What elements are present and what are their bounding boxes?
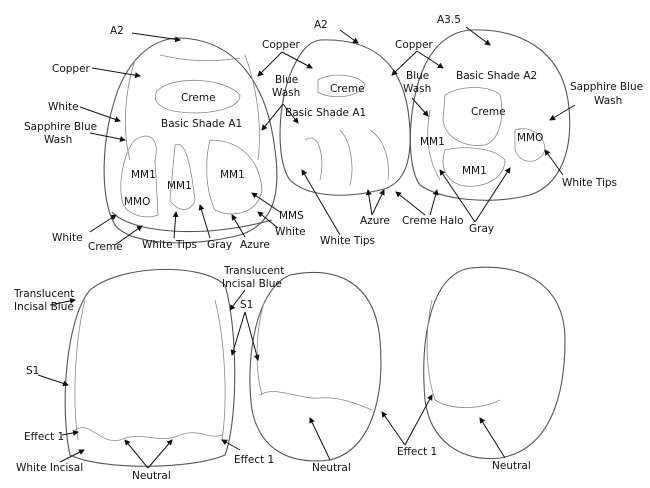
tooth-top-2 <box>279 39 411 196</box>
label-effect: Effect 1 <box>397 446 437 458</box>
label-incisal-blue: Incisal Blue <box>14 301 74 313</box>
label-a2: A2 <box>314 19 328 31</box>
label-s1: S1 <box>240 299 253 311</box>
label-neutral: Neutral <box>492 460 531 472</box>
label-azure: Azure <box>240 239 270 251</box>
label-translucent: Translucent <box>223 265 284 277</box>
labels: A2 Copper White Sapphire Blue Wash Creme… <box>13 14 643 482</box>
label-white: White <box>52 232 83 244</box>
label-white-tips: White Tips <box>142 239 197 251</box>
label-mms: MMS <box>279 210 304 222</box>
label-creme: Creme <box>471 106 506 118</box>
label-white: White <box>275 226 306 238</box>
label-white-tips: White Tips <box>562 177 617 189</box>
label-mm1: MM1 <box>131 169 156 181</box>
label-white-incisal: White Incisal <box>16 462 83 474</box>
label-mm1: MM1 <box>220 169 245 181</box>
label-mmo: MMO <box>517 132 543 144</box>
label-sapphire-wash: Wash <box>594 95 622 107</box>
label-basic-shade: Basic Shade A1 <box>285 107 366 119</box>
label-creme-halo: Creme Halo <box>402 215 464 227</box>
tooth-bottom-1 <box>64 268 236 467</box>
label-mm1: MM1 <box>420 136 445 148</box>
label-copper: Copper <box>52 63 91 75</box>
label-neutral: Neutral <box>312 462 351 474</box>
label-creme: Creme <box>181 92 216 104</box>
label-sapphire: Sapphire Blue <box>24 121 97 133</box>
label-incisal-blue: Incisal Blue <box>222 278 282 290</box>
label-a2: A2 <box>110 25 124 37</box>
label-mm1: MM1 <box>462 165 487 177</box>
label-sapphire-wash: Wash <box>44 134 72 146</box>
label-gray: Gray <box>207 239 232 251</box>
label-copper: Copper <box>262 39 301 51</box>
label-effect: Effect 1 <box>234 454 274 466</box>
label-creme: Creme <box>330 83 365 95</box>
label-s1: S1 <box>26 365 39 377</box>
label-effect: Effect 1 <box>24 431 64 443</box>
label-copper: Copper <box>395 39 434 51</box>
label-blue: Blue <box>406 70 429 82</box>
label-mmo: MMO <box>124 196 150 208</box>
tooth-top-1 <box>103 37 278 244</box>
label-white-tips: White Tips <box>320 235 375 247</box>
label-mm1: MM1 <box>167 180 192 192</box>
label-blue-wash: Wash <box>272 87 300 99</box>
label-creme: Creme <box>88 241 123 253</box>
label-neutral: Neutral <box>132 470 171 482</box>
tooth-bottom-2 <box>249 271 382 462</box>
label-translucent: Translucent <box>13 288 74 300</box>
label-white: White <box>48 101 79 113</box>
label-blue: Blue <box>275 74 298 86</box>
tooth-bottom-3 <box>423 266 566 460</box>
label-a35: A3.5 <box>437 14 461 26</box>
label-azure: Azure <box>360 215 390 227</box>
label-basic-shade: Basic Shade A2 <box>456 70 537 82</box>
label-gray: Gray <box>469 223 494 235</box>
label-blue-wash: Wash <box>403 83 431 95</box>
pointer-arrows <box>37 26 576 469</box>
label-sapphire: Sapphire Blue <box>570 81 643 93</box>
label-basic-shade: Basic Shade A1 <box>161 118 242 130</box>
